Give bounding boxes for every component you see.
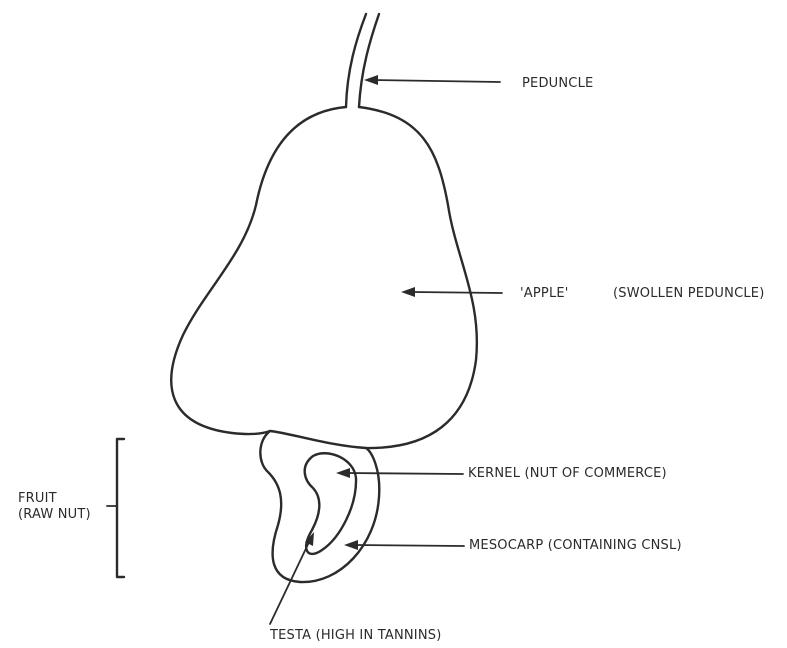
peduncle-label: PEDUNCLE	[522, 75, 593, 92]
apple-pointer	[412, 292, 502, 293]
fruit-label-line1: FRUIT	[18, 490, 57, 507]
mesocarp-arrowhead	[344, 540, 358, 550]
peduncle-stalk-left	[346, 14, 366, 107]
apple-arrowhead	[401, 287, 415, 297]
peduncle-arrowhead	[364, 75, 378, 85]
fruit-label-line2: (RAW NUT)	[18, 506, 91, 523]
kernel-arrowhead	[336, 468, 350, 478]
kernel-pointer	[346, 473, 463, 474]
peduncle-pointer	[374, 80, 500, 82]
fruit-bracket	[117, 439, 124, 577]
apple-label: 'APPLE'	[520, 285, 569, 302]
apple-outline	[171, 107, 477, 448]
mesocarp-label: MESOCARP (CONTAINING CNSL)	[469, 537, 682, 554]
testa-label: TESTA (HIGH IN TANNINS)	[270, 627, 441, 644]
mesocarp-pointer	[355, 545, 464, 546]
kernel-label: KERNEL (NUT OF COMMERCE)	[468, 465, 667, 482]
apple-description-label: (SWOLLEN PEDUNCLE)	[613, 285, 785, 302]
